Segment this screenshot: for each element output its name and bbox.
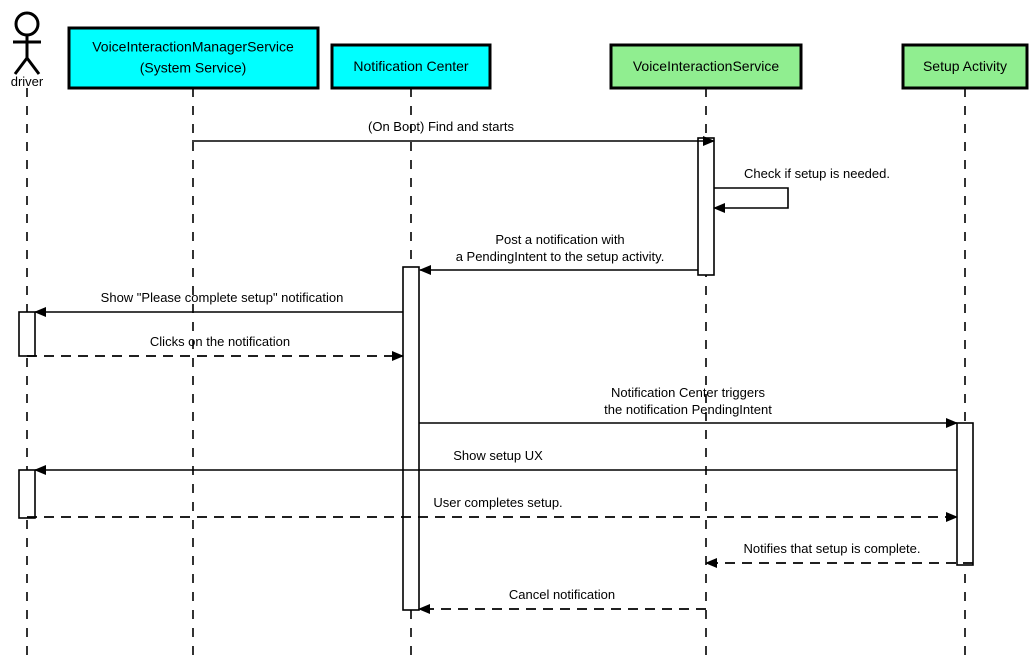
message-label-msg-6-line1: Notification Center triggers — [611, 385, 765, 400]
actor-label-driver: driver — [11, 74, 44, 89]
message-label-msg-7: Show setup UX — [453, 448, 543, 463]
participant-box-vims[interactable] — [67, 26, 320, 90]
participant-box-setup_activity[interactable] — [901, 43, 1029, 90]
actor-leg-left-icon — [13, 57, 29, 75]
messages-layer — [27, 136, 973, 614]
activation-bar-setup_activity — [956, 422, 974, 566]
activation-bar-notification_center — [402, 266, 420, 611]
actor-layer: driver — [11, 11, 44, 89]
activation-bar-vis — [697, 137, 715, 276]
participant-label-vims-line2: (System Service) — [140, 60, 247, 76]
message-label-msg-10: Cancel notification — [509, 587, 615, 602]
participant-label-vis: VoiceInteractionService — [633, 58, 780, 74]
activation-bars-layer — [18, 137, 974, 611]
activation-bar-driver — [18, 469, 36, 519]
actor-head-icon — [14, 11, 40, 37]
message-label-msg-5: Clicks on the notification — [150, 334, 290, 349]
message-label-msg-9: Notifies that setup is complete. — [743, 541, 920, 556]
participant-label-notification_center: Notification Center — [353, 58, 469, 74]
activation-bar-driver — [18, 311, 36, 357]
participant-box-vis[interactable] — [609, 43, 803, 90]
participant-box-notification_center[interactable] — [330, 43, 492, 90]
message-label-msg-4: Show "Please complete setup" notificatio… — [101, 290, 344, 305]
actor-leg-right-icon — [25, 57, 41, 75]
message-label-msg-3-line2: a PendingIntent to the setup activity. — [456, 249, 665, 264]
message-label-msg-2-self: Check if setup is needed. — [744, 166, 890, 181]
message-label-msg-8: User completes setup. — [433, 495, 562, 510]
message-arrow-self-msg-2-self[interactable] — [713, 187, 789, 213]
message-label-msg-1: (On Boot) Find and starts — [368, 119, 514, 134]
message-label-msg-3-line1: Post a notification with — [495, 232, 624, 247]
participant-boxes-layer: VoiceInteractionManagerService (System Se… — [67, 26, 1029, 90]
message-label-msg-6-line2: the notification PendingIntent — [604, 402, 772, 417]
participant-label-vims: VoiceInteractionManagerService — [92, 39, 294, 55]
participant-label-setup_activity: Setup Activity — [923, 58, 1007, 74]
